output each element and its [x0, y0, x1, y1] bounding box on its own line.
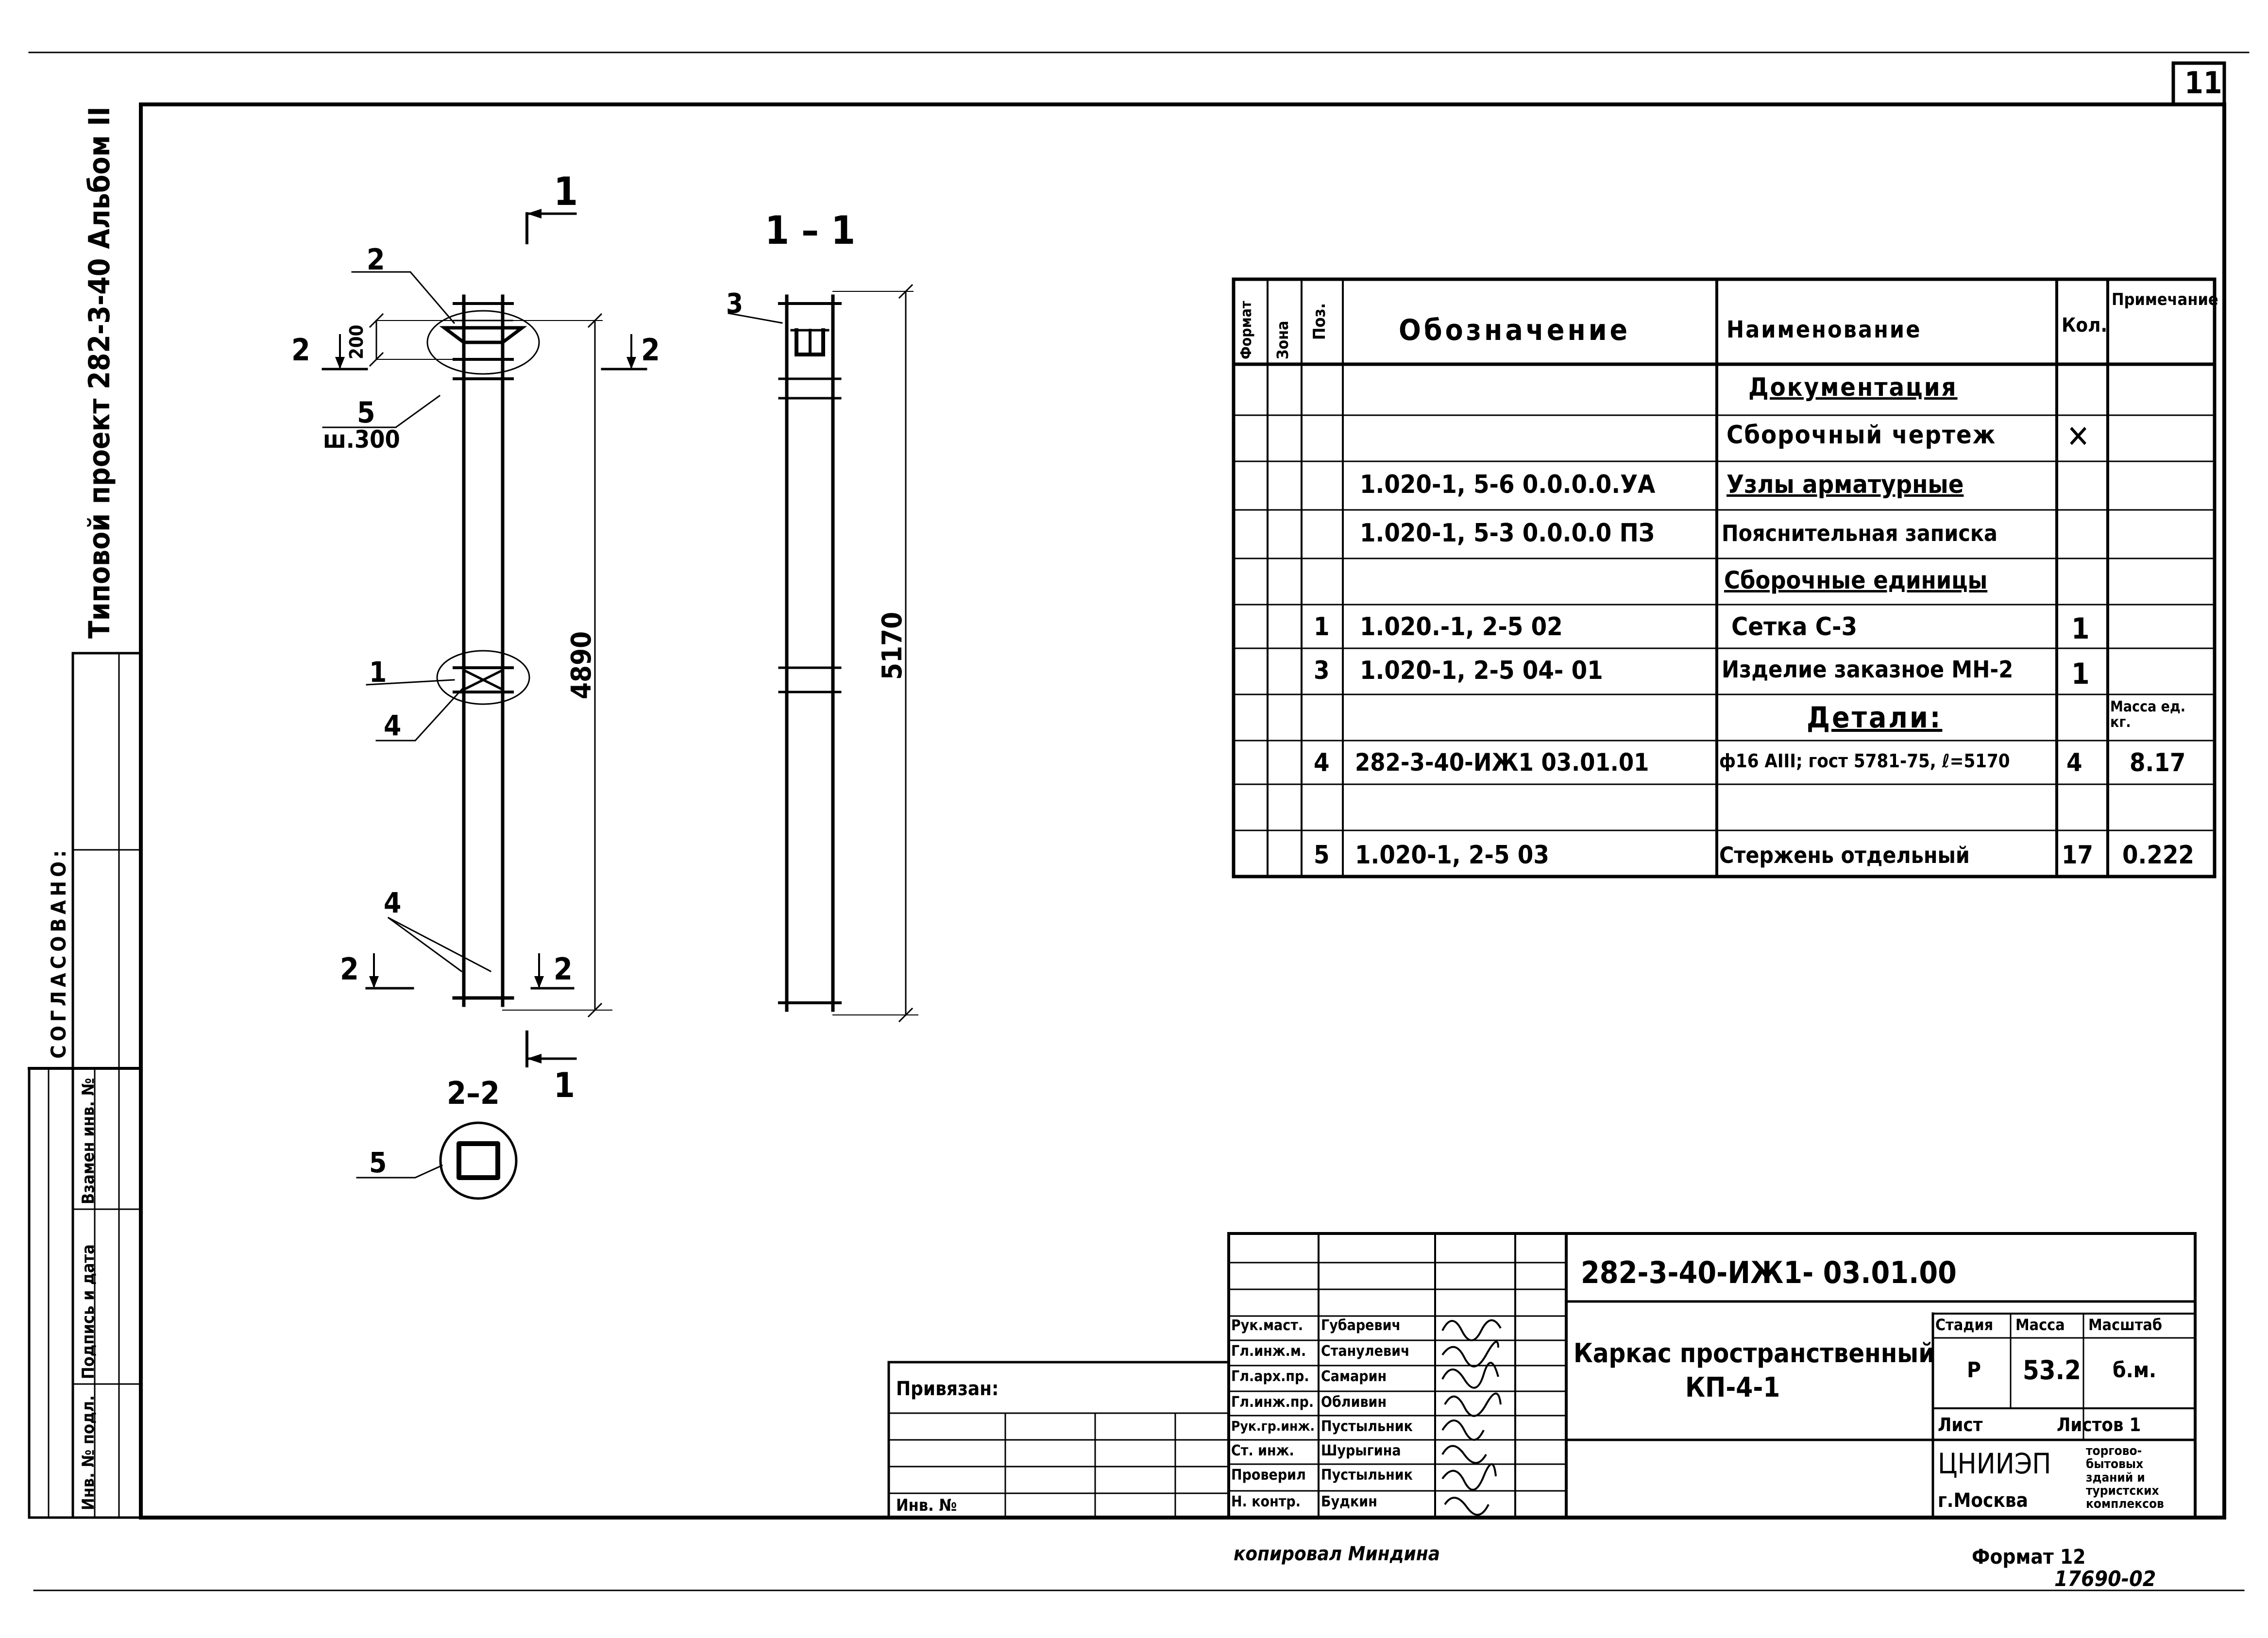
- binding-label: Привязан:: [896, 1378, 999, 1400]
- callout-1: 1: [369, 656, 387, 689]
- role: Н. контр.: [1231, 1493, 1301, 1510]
- person-name: Губаревич: [1321, 1317, 1401, 1334]
- section-2-2-title: 2–2: [447, 1076, 500, 1112]
- person-name: Самарин: [1321, 1368, 1387, 1385]
- row-pos: 5: [1314, 841, 1330, 870]
- org-name: ЦНИИЭП: [1938, 1447, 2051, 1480]
- row-designation: 1.020.-1, 2-5 02: [1360, 612, 1563, 642]
- row-qty: 1: [2071, 657, 2090, 691]
- row-name: Изделие заказное МН-2: [1722, 656, 2014, 683]
- row-pos: 4: [1314, 748, 1330, 777]
- mark-2-left-top: 2: [291, 332, 310, 368]
- sheet-label: Лист: [1938, 1414, 1983, 1435]
- header-designation: Обозначение: [1399, 313, 1631, 347]
- scale-value: б.м.: [2113, 1358, 2157, 1383]
- header-name: Наименование: [1726, 316, 1922, 343]
- callout-2-top: 2: [367, 243, 385, 277]
- org-city: г.Москва: [1938, 1489, 2028, 1512]
- callout-4-mid: 4: [384, 709, 402, 742]
- row-note: 8.17: [2130, 748, 2186, 777]
- sheet-number: 11: [2184, 65, 2222, 101]
- role: Ст. инж.: [1231, 1442, 1294, 1459]
- row-name: Сетка С-3: [1731, 612, 1858, 642]
- person-name: Пустыльник: [1321, 1418, 1413, 1435]
- person-name: Будкин: [1321, 1493, 1377, 1510]
- mark-2-right-bottom: 2: [554, 951, 573, 987]
- row-designation: 1.020-1, 2-5 03: [1355, 841, 1549, 870]
- role: Гл.инж.м.: [1231, 1343, 1306, 1360]
- sheets-label: Листов 1: [2057, 1414, 2141, 1435]
- row-qty: 4: [2066, 748, 2082, 777]
- row-designation: 282-3-40-ИЖ1 03.01.01: [1355, 748, 1649, 777]
- row-name: Документация: [1748, 373, 1958, 402]
- role: Рук.маст.: [1231, 1317, 1303, 1334]
- row-qty: ✕: [2066, 419, 2090, 455]
- title-line2: КП-4-1: [1685, 1372, 1780, 1403]
- inv-label: Инв. №: [896, 1496, 957, 1515]
- row-designation: 1.020-1, 5-6 0.0.0.0.УА: [1360, 470, 1656, 499]
- role: Гл.инж.пр.: [1231, 1394, 1314, 1411]
- row-pos: 3: [1314, 656, 1330, 685]
- row-qty: 17: [2062, 841, 2094, 870]
- callout-5-top: 5: [357, 396, 375, 430]
- header-note: Примечание: [2112, 290, 2218, 309]
- person-name: Пустыльник: [1321, 1467, 1413, 1484]
- person-name: Станулевич: [1321, 1343, 1410, 1360]
- row-name: ф16 АIII; гост 5781-75, ℓ=5170: [1719, 750, 2010, 772]
- row-designation: 1.020-1, 5-3 0.0.0.0 ПЗ: [1360, 519, 1655, 548]
- role: Рук.гр.инж.: [1231, 1418, 1315, 1434]
- row-qty: 1: [2071, 612, 2090, 646]
- person-name: Шурыгина: [1321, 1442, 1401, 1459]
- header-qty: Кол.: [2062, 314, 2108, 337]
- role: Проверил: [1231, 1467, 1306, 1484]
- row-note: 0.222: [2122, 841, 2194, 870]
- doc-code: 282-3-40-ИЖ1- 03.01.00: [1581, 1255, 1957, 1290]
- org-note: торгово-бытовых зданий и туристских комп…: [2086, 1444, 2164, 1512]
- callout-4-low: 4: [384, 886, 402, 919]
- section-mark-top: 1: [554, 169, 578, 214]
- title-line1: Каркас пространственный: [1574, 1338, 1935, 1368]
- row-name: Сборочный чертеж: [1726, 421, 1997, 450]
- mass-label: Масса: [2015, 1316, 2065, 1334]
- mark-2-right-top: 2: [641, 332, 660, 368]
- row-note: Масса ед. кг.: [2110, 698, 2186, 731]
- row-name: Детали:: [1807, 701, 1943, 735]
- row-name: Стержень отдельный: [1719, 842, 1970, 868]
- step-note: ш.300: [323, 425, 400, 454]
- person-name: Обливин: [1321, 1394, 1387, 1411]
- stage-value: Р: [1967, 1358, 1981, 1383]
- section-mark-bottom: 1: [554, 1065, 575, 1105]
- mark-2-left-bottom: 2: [340, 951, 359, 987]
- row-pos: 1: [1314, 612, 1330, 642]
- row-name: Узлы арматурные: [1726, 470, 1964, 499]
- section-title: 1 – 1: [765, 208, 856, 253]
- format-label: Формат 12: [1972, 1545, 2086, 1569]
- stage-label: Стадия: [1935, 1316, 1994, 1334]
- order-number: 17690-02: [2054, 1567, 2156, 1591]
- row-name: Сборочные единицы: [1724, 566, 1988, 594]
- mass-value: 53.2: [2023, 1355, 2081, 1385]
- callout-5-bottom: 5: [369, 1146, 387, 1179]
- row-designation: 1.020-1, 2-5 04- 01: [1360, 656, 1603, 685]
- role: Гл.арх.пр.: [1231, 1368, 1309, 1385]
- callout-3: 3: [726, 288, 744, 320]
- copied-by: копировал Миндина: [1234, 1543, 1440, 1565]
- row-name: Пояснительная записка: [1722, 520, 1997, 546]
- scale-label: Масштаб: [2088, 1316, 2162, 1334]
